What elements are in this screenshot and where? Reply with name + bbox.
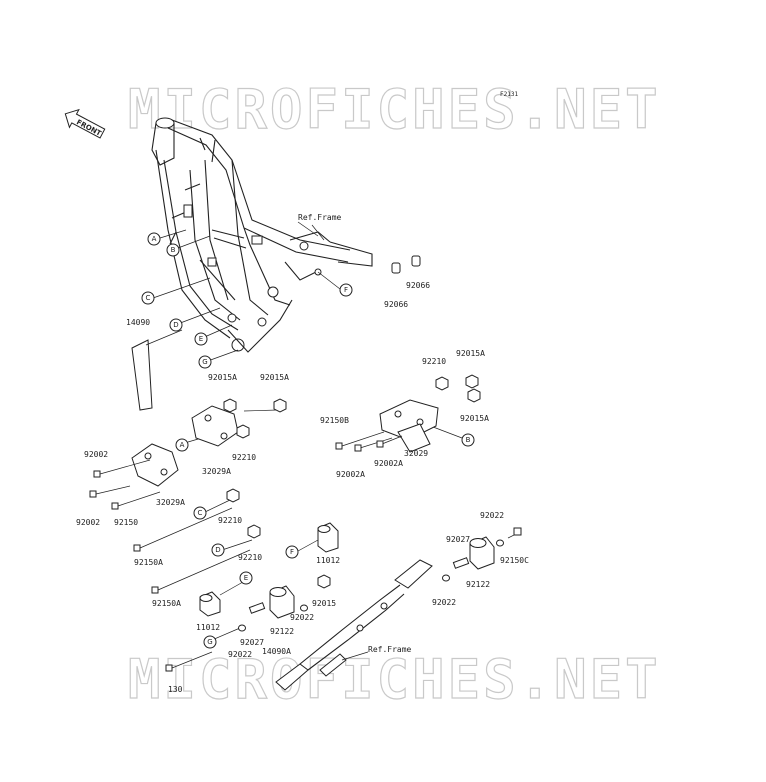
ref-frame-label-bottom: Ref.Frame — [368, 645, 412, 654]
part-label: 92066 — [406, 281, 430, 290]
part-label: 92015A — [456, 349, 485, 358]
part-label: 92027 — [446, 535, 470, 544]
frame-drawing — [151, 117, 373, 353]
plug-92066 — [391, 255, 421, 274]
part-label: 92150C — [500, 556, 529, 565]
callout-B: B — [166, 243, 180, 257]
part-label: 92027 — [240, 638, 264, 647]
part-label: 14090A — [262, 647, 291, 656]
callout-C: C — [141, 291, 155, 305]
part-label: 32029A — [202, 467, 231, 476]
part-label: 92022 — [480, 511, 504, 520]
part-label: 92022 — [432, 598, 456, 607]
callout-D: D — [169, 318, 183, 332]
svg-text:G: G — [207, 638, 212, 646]
front-arrow-icon: FRONT — [64, 108, 106, 139]
part-label: 11012 — [316, 556, 340, 565]
part-label: 92002A — [336, 470, 365, 479]
part-label: 92210 — [422, 357, 446, 366]
part-label: 92150A — [152, 599, 181, 608]
svg-text:C: C — [198, 509, 203, 517]
part-label: 92002 — [84, 450, 108, 459]
part-label: 92150A — [134, 558, 163, 567]
svg-text:D: D — [173, 321, 178, 329]
part-label: 92015 — [312, 599, 336, 608]
part-labels: 14090 92066 92066 92210 92015A 92015A 92… — [76, 281, 529, 694]
svg-text:A: A — [152, 235, 157, 243]
part-label: 92015A — [208, 373, 237, 382]
bracket-32029 — [379, 399, 439, 453]
part-label: 92122 — [466, 580, 490, 589]
ref-frame-label-top: Ref.Frame — [298, 213, 342, 222]
svg-text:B: B — [466, 436, 471, 444]
callout-C-2: C — [193, 506, 207, 520]
part-label: 92210 — [238, 553, 262, 562]
diagram-code: F2131 — [500, 91, 518, 98]
svg-text:E: E — [199, 335, 203, 343]
side-stand-14090A — [275, 559, 433, 691]
svg-text:F: F — [290, 548, 294, 556]
part-label: 92015A — [260, 373, 289, 382]
svg-text:E: E — [244, 574, 248, 582]
callout-F-2: F — [285, 545, 299, 559]
part-label: 92002A — [374, 459, 403, 468]
nut-icon — [223, 374, 481, 589]
callout-G: G — [198, 355, 212, 369]
part-label: 92015A — [460, 414, 489, 423]
svg-text:F: F — [344, 286, 348, 294]
callout-D-2: D — [211, 543, 225, 557]
svg-text:C: C — [146, 294, 151, 302]
part-label: 92002 — [76, 518, 100, 527]
part-label: 92150 — [114, 518, 138, 527]
washer-icon — [238, 539, 504, 632]
callout-E-2: E — [239, 571, 253, 585]
bolt-icon — [89, 431, 522, 672]
part-label: 92022 — [228, 650, 252, 659]
part-label: 32029A — [156, 498, 185, 507]
part-label: 32029 — [404, 449, 428, 458]
part-label: 92066 — [384, 300, 408, 309]
part-label: 11012 — [196, 623, 220, 632]
skid-plate-14090 — [131, 339, 153, 411]
svg-text:G: G — [202, 358, 207, 366]
part-label: 92122 — [270, 627, 294, 636]
part-label: 92210 — [232, 453, 256, 462]
callout-E: E — [194, 332, 208, 346]
callout-B-2: B — [461, 433, 475, 447]
svg-text:A: A — [180, 441, 185, 449]
collar-icon — [199, 522, 495, 619]
part-label: 130 — [168, 685, 183, 694]
part-label: 92210 — [218, 516, 242, 525]
callout-A: A — [147, 232, 161, 246]
watermark-top: MICROFICHES.NET — [128, 78, 661, 141]
bracket-32029A — [131, 405, 239, 487]
svg-text:B: B — [171, 246, 176, 254]
part-label: 14090 — [126, 318, 150, 327]
watermark-bottom: MICROFICHES.NET — [128, 648, 661, 711]
svg-text:D: D — [215, 546, 220, 554]
callout-A-2: A — [175, 438, 189, 452]
callout-G-2: G — [203, 635, 217, 649]
callout-F: F — [339, 283, 353, 297]
part-label: 92150B — [320, 416, 349, 425]
part-label: 92022 — [290, 613, 314, 622]
